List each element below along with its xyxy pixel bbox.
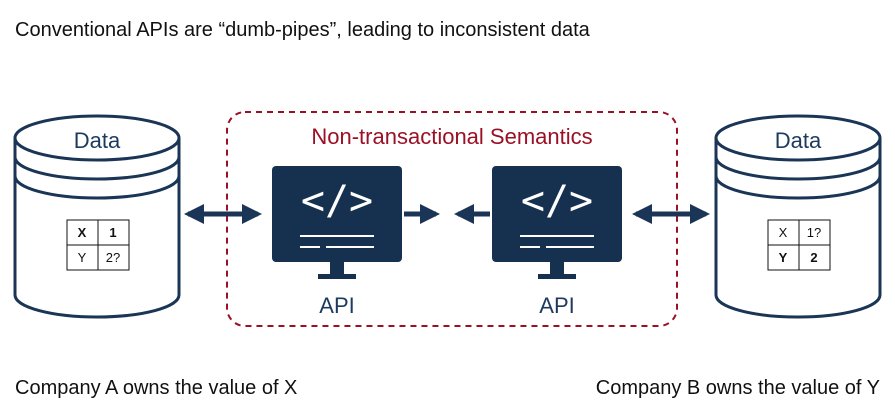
right-data-table: X 1? Y 2 (767, 219, 831, 271)
semantics-box-title: Non-transactional Semantics (311, 124, 592, 149)
left-data-table: X 1 Y 2? (66, 219, 130, 271)
right-table-cell: X (779, 225, 788, 240)
code-glyph-icon: </> (301, 178, 373, 224)
left-table-cell: X (78, 225, 87, 240)
code-glyph-icon: </> (521, 178, 593, 224)
right-database-cylinder: Data X 1? Y 2 (714, 114, 882, 319)
right-api-monitor-icon: </> (492, 166, 622, 279)
page-heading: Conventional APIs are “dumb-pipes”, lead… (15, 19, 591, 41)
right-table-cell: Y (779, 250, 788, 265)
left-database-cylinder: Data X 1 Y 2? (13, 114, 181, 319)
footer-left-caption: Company A owns the value of X (15, 377, 297, 399)
left-api-label: API (319, 293, 354, 318)
left-table-cell: 1 (109, 225, 116, 240)
right-table-cell: 2 (810, 250, 817, 265)
right-api-label: API (539, 293, 574, 318)
left-database-label: Data (74, 128, 121, 153)
left-table-cell: 2? (106, 250, 120, 265)
left-table-cell: Y (78, 250, 87, 265)
footer-right-caption: Company B owns the value of Y (596, 377, 880, 399)
left-api-monitor-icon: </> (272, 166, 402, 279)
right-table-cell: 1? (807, 225, 821, 240)
right-database-label: Data (775, 128, 822, 153)
